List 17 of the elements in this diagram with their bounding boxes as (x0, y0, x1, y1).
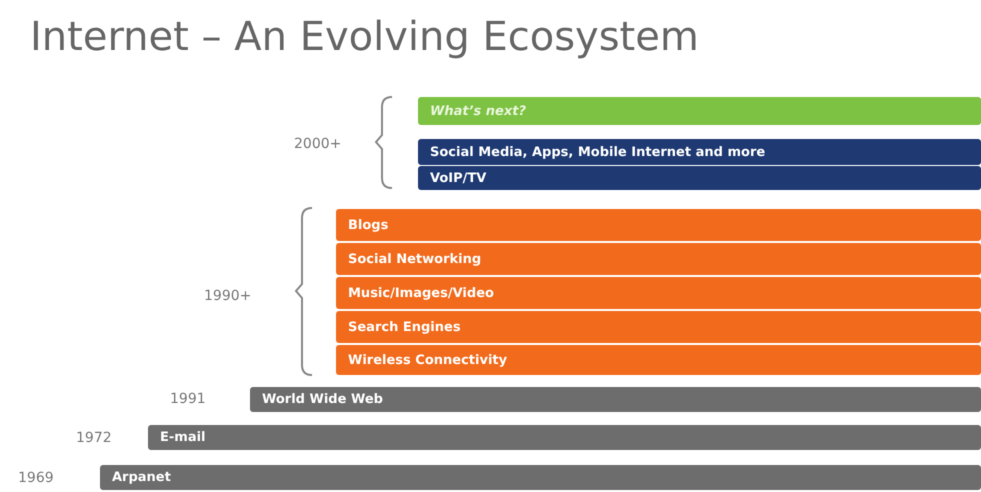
timeline-bar: Wireless Connectivity (336, 345, 981, 375)
year-label: 2000+ (294, 136, 342, 152)
timeline-bar: Social Networking (336, 243, 981, 275)
timeline-bar: Blogs (336, 209, 981, 241)
timeline-bar: World Wide Web (250, 387, 981, 412)
year-label: 1972 (76, 430, 112, 446)
timeline-bar: E-mail (148, 425, 981, 450)
timeline-bar: Social Media, Apps, Mobile Internet and more (418, 139, 981, 165)
year-label: 1969 (18, 470, 54, 486)
timeline-bar: What’s next? (418, 97, 981, 125)
timeline-bar: Music/Images/Video (336, 277, 981, 309)
timeline-bar: Arpanet (100, 465, 981, 490)
timeline-bar: Search Engines (336, 311, 981, 343)
year-label: 1991 (170, 391, 206, 407)
title: Internet – An Evolving Ecosystem (30, 14, 699, 60)
timeline-bar: VoIP/TV (418, 166, 981, 190)
year-label: 1990+ (204, 288, 252, 304)
